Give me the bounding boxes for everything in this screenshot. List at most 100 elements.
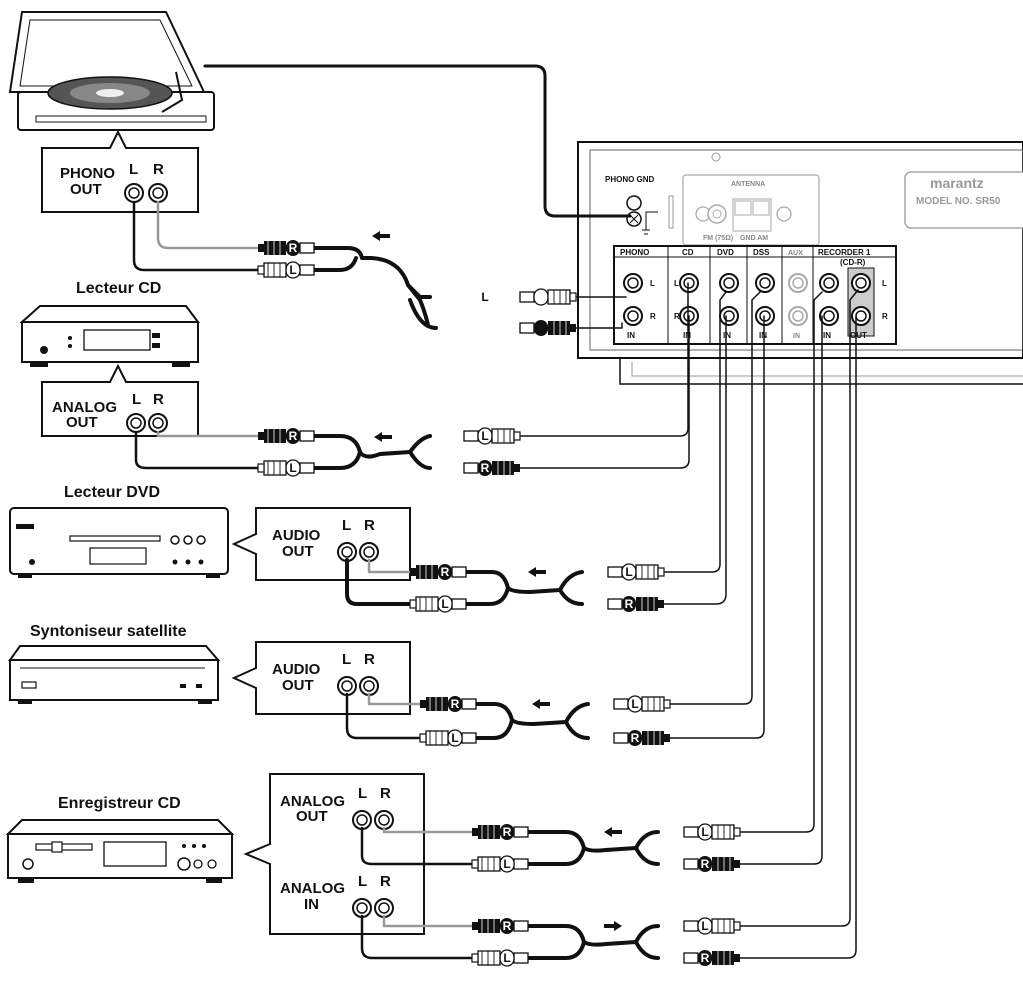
phono-out-l-jack[interactable] xyxy=(124,183,144,203)
plug-letter: R xyxy=(625,597,634,611)
sat-out-r-jack[interactable] xyxy=(359,676,379,696)
phono-l-jack[interactable] xyxy=(623,273,643,293)
sat-out-l-label: L xyxy=(342,651,351,668)
dvd-l-jack[interactable] xyxy=(719,273,739,293)
plug-letter: R xyxy=(503,825,512,839)
plug-cd-r-receiver xyxy=(463,459,521,477)
arrow-left-icon xyxy=(528,567,546,577)
phono-r-jack[interactable] xyxy=(623,306,643,326)
cd-in-label: IN xyxy=(683,331,691,340)
cd-r-mark: R xyxy=(674,312,680,321)
plug-recin-l-receiver xyxy=(683,917,741,935)
dvd-in-label: IN xyxy=(723,331,731,340)
rec1-out-r-jack[interactable] xyxy=(851,306,871,326)
phono-out-r-jack[interactable] xyxy=(148,183,168,203)
rec-analog-in-title-1: ANALOG xyxy=(280,880,345,897)
arrow-right-icon xyxy=(604,921,622,931)
aux-in-label: IN xyxy=(793,333,800,340)
cd-l-jack[interactable] xyxy=(679,273,699,293)
plug-dvd-r-receiver xyxy=(607,595,665,613)
arrow-left-icon xyxy=(532,699,550,709)
recorder-out-l-jack[interactable] xyxy=(352,810,372,830)
plug-letter: L xyxy=(481,429,488,443)
panel-section-labels: PHONO CD DVD DSS AUX RECORDER 1 (CD-R) xyxy=(620,248,871,267)
arrow-left-icon xyxy=(372,231,390,241)
plug-letter: R xyxy=(289,241,298,255)
plug-recin-r-device xyxy=(471,917,529,935)
turntable-phono-out-panel: PHONO OUT L R xyxy=(41,129,199,213)
phono-out-r-label: R xyxy=(153,161,164,178)
plug-letter: L xyxy=(701,825,708,839)
plug-sat-r-receiver xyxy=(613,729,671,747)
phono-l-mark: L xyxy=(650,279,655,288)
dvd-audio-title-1: AUDIO xyxy=(272,527,321,544)
plug-dvd-l-device xyxy=(409,595,467,613)
sat-out-r-label: R xyxy=(364,651,375,668)
arrow-left-icon xyxy=(374,432,392,442)
dvd-out-r-jack[interactable] xyxy=(359,542,379,562)
dvd-out-l-label: L xyxy=(342,517,351,534)
plug-letter: R xyxy=(701,857,710,871)
recorder-in-l-jack[interactable] xyxy=(352,898,372,918)
plug-letter: L xyxy=(451,731,458,745)
cd-recorder xyxy=(5,819,235,883)
phono-r-mark: R xyxy=(650,312,656,321)
section-dvd: DVD xyxy=(717,248,734,257)
rec-analog-in-title-2: IN xyxy=(304,896,319,913)
plug-letter: L xyxy=(289,263,296,277)
rec-r-mark: R xyxy=(882,312,888,321)
aux-r-jack[interactable] xyxy=(788,306,808,326)
section-recorder-1: RECORDER 1 xyxy=(818,248,871,257)
cd-out-r-label: R xyxy=(153,391,164,408)
cd-out-l-jack[interactable] xyxy=(126,413,146,433)
rec-out-r-label: R xyxy=(380,785,391,802)
section-recorder-sub: (CD-R) xyxy=(840,258,866,267)
dss-r-jack[interactable] xyxy=(755,306,775,326)
phono-out-title-1: PHONO xyxy=(60,165,115,182)
section-phono: PHONO xyxy=(620,248,649,257)
plug-phono-l-receiver xyxy=(519,288,577,306)
plug-phono-r-device xyxy=(257,239,315,257)
plug-recout-l-receiver xyxy=(683,823,741,841)
plug-dvd-l-receiver xyxy=(607,563,665,581)
plug-letter: L xyxy=(503,951,510,965)
dvd-player-audio-out-panel: AUDIO OUT L R xyxy=(231,507,411,581)
dss-in-label: IN xyxy=(759,331,767,340)
rec-analog-out-title-2: OUT xyxy=(296,808,328,825)
section-dss: DSS xyxy=(753,248,770,257)
plug-recout-r-receiver xyxy=(683,855,741,873)
phono-out-title-2: OUT xyxy=(70,181,102,198)
cables xyxy=(132,64,859,960)
phono-out-l-label: L xyxy=(129,161,138,178)
turntable xyxy=(8,11,215,131)
phono-in-label: IN xyxy=(627,331,635,340)
rec1-in-l-jack[interactable] xyxy=(819,273,839,293)
cd-out-r-jack[interactable] xyxy=(148,413,168,433)
section-aux: AUX xyxy=(788,250,803,257)
recorder-out-r-jack[interactable] xyxy=(374,810,394,830)
aux-l-jack[interactable] xyxy=(788,273,808,293)
plug-letter: R xyxy=(441,565,450,579)
rec-l-mark: L xyxy=(882,279,887,288)
sat-audio-title-2: OUT xyxy=(282,677,314,694)
cd-analog-title-1: ANALOG xyxy=(52,399,117,416)
dss-l-jack[interactable] xyxy=(755,273,775,293)
sat-tuner-name: Syntoniseur satellite xyxy=(30,623,187,640)
recorder-in-r-jack[interactable] xyxy=(374,898,394,918)
plug-letter: L xyxy=(441,597,448,611)
dvd-r-jack[interactable] xyxy=(719,306,739,326)
plug-sat-r-device xyxy=(419,695,477,713)
sat-tuner-audio-out-panel: AUDIO OUT L R xyxy=(231,641,411,715)
plug-recin-r-receiver xyxy=(683,949,741,967)
plug-letter: R xyxy=(701,951,710,965)
plug-letter: R xyxy=(481,321,490,335)
rec-in-r-label: R xyxy=(380,873,391,890)
fm-antenna-label: FM (75Ω) xyxy=(703,235,733,242)
dvd-out-r-label: R xyxy=(364,517,375,534)
rec-out-label: OUT xyxy=(850,331,867,340)
sat-out-l-jack[interactable] xyxy=(337,676,357,696)
rec-analog-out-title-1: ANALOG xyxy=(280,793,345,810)
rec1-out-l-jack[interactable] xyxy=(851,273,871,293)
section-cd: CD xyxy=(682,248,694,257)
